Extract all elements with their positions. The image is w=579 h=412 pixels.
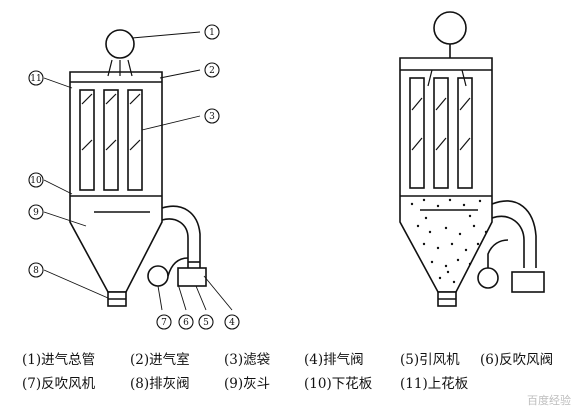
callout-9: 9 [33,208,39,218]
blowback-fan [147,265,169,287]
callout-6: 6 [183,318,189,328]
callout-1: 1 [209,28,215,38]
blowback-fan [477,267,499,289]
filter-bag [433,77,449,189]
legend-item-2: (2)进气室 [130,352,190,368]
legend-item-5: (5)引风机 [400,352,460,368]
legend-item-11: (11)上花板 [400,376,469,392]
legend-item-7: (7)反吹风机 [22,376,96,392]
callout-3: 3 [209,112,215,122]
legend-item-10: (10)下花板 [304,376,373,392]
filter-bag [457,77,473,189]
filter-bag [127,89,143,191]
outlet-duct [161,205,201,268]
housing [399,57,493,210]
induced-fan [511,271,545,293]
inlet-manifold [433,11,467,45]
filter-bag [409,77,425,189]
callout-4: 4 [229,318,235,328]
callout-10: 10 [30,176,42,186]
legend-item-1: (1)进气总管 [22,352,96,368]
induced-fan [177,267,207,287]
dust-particles [410,198,488,284]
legend-item-4: (4)排气阀 [304,352,364,368]
callout-11: 11 [30,74,41,84]
housing [69,71,163,210]
legend: (1)进气总管 (2)进气室 (3)滤袋 (4)排气阀 (5)引风机 (6)反吹… [0,340,579,412]
filter-bag [79,89,95,191]
callout-5: 5 [203,318,209,328]
callout-2: 2 [209,66,215,76]
callout-7: 7 [161,318,167,328]
baghouse-diagram: 1 2 3 4 5 6 7 8 9 10 11 [28,11,545,330]
legend-item-3: (3)滤袋 [224,352,271,368]
inlet-manifold [105,29,135,59]
legend-item-6: (6)反吹风阀 [480,352,554,368]
callout-8: 8 [33,266,39,276]
outlet-duct [491,200,537,268]
legend-item-8: (8)排灰阀 [130,376,190,392]
filter-bag [103,89,119,191]
left-figure-filtering [69,29,207,307]
legend-item-9: (9)灰斗 [224,376,271,392]
watermark: 百度经验 [527,394,571,407]
callouts: 1 2 3 4 5 6 7 8 9 10 11 [28,24,240,330]
right-figure-cleaning [399,11,545,307]
